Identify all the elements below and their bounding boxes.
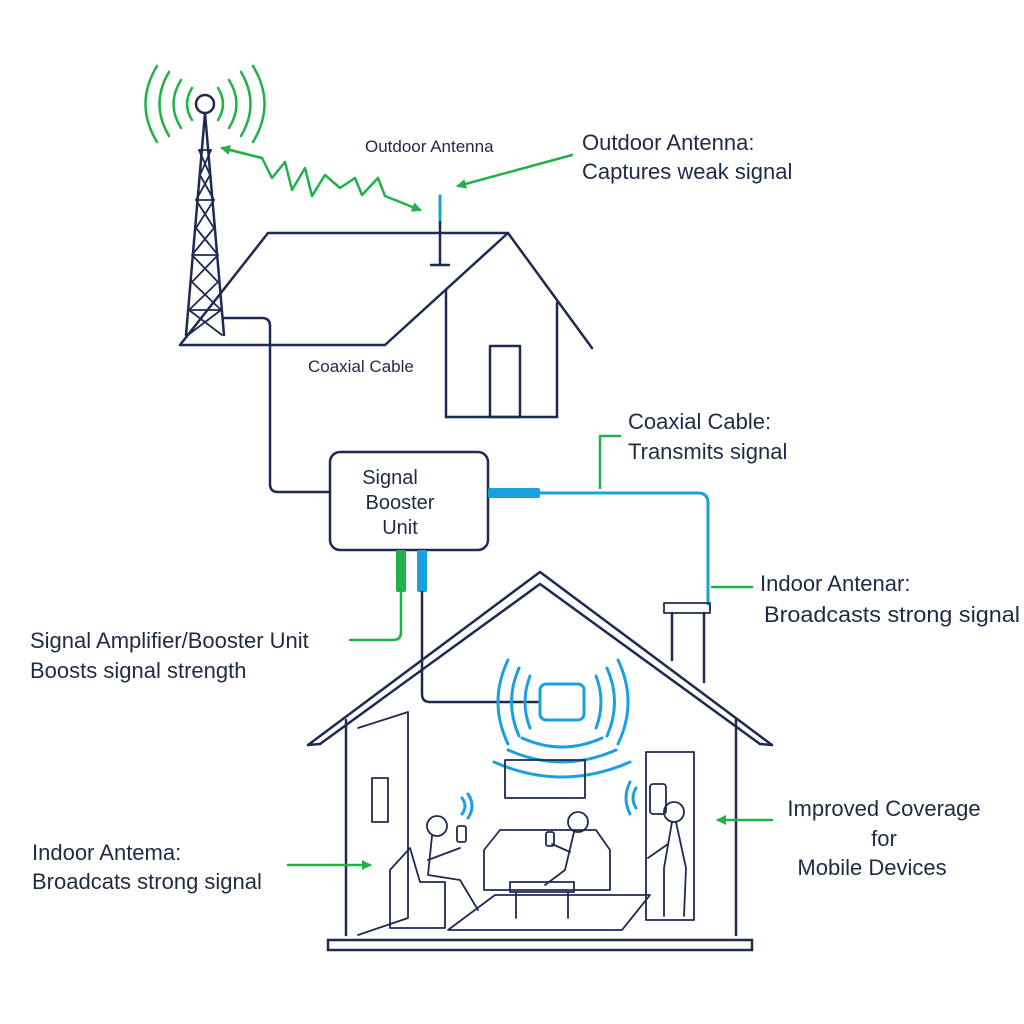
booster-green-connector — [396, 550, 406, 592]
outdoor-antenna-callout-arrow — [456, 153, 574, 189]
coverage-callout-line2: for — [871, 826, 897, 851]
amplifier-callout-title: Signal Amplifier/Booster Unit — [30, 628, 309, 653]
coaxial-cable-small-label: Coaxial Cable — [308, 357, 414, 376]
booster-blue-connector-down — [417, 550, 427, 592]
coaxial-callout-desc: Transmits signal — [628, 439, 787, 464]
indoor-antenna-icon — [492, 658, 632, 779]
outdoor-antenna-small-label: Outdoor Antenna — [365, 137, 494, 156]
wall-tv-icon — [504, 759, 586, 799]
booster-unit-icon: Signal Booster Unit — [328, 450, 490, 552]
coverage-callout-line3: Mobile Devices — [797, 855, 946, 880]
people-with-phones-icon — [389, 780, 687, 931]
outdoor-antenna-callout-desc: Captures weak signal — [582, 159, 792, 184]
indoor-antenna-left-desc: Broadcats strong signal — [32, 869, 262, 894]
coaxial-callout-line — [598, 434, 622, 490]
booster-label-line2: Booster — [366, 492, 435, 514]
outdoor-antenna-callout-title: Outdoor Antenna: — [582, 130, 754, 155]
booster-label-line1: Signal — [362, 467, 418, 489]
booster-blue-connector — [488, 488, 540, 498]
cell-tower-icon — [184, 93, 226, 337]
coaxial-cable-navy — [222, 316, 332, 494]
outdoor-antenna-icon — [429, 194, 451, 267]
indoor-antenna-right-desc: Broadcasts strong signal — [764, 602, 1020, 627]
coaxial-callout-title: Coaxial Cable: — [628, 409, 771, 434]
signal-path-icon — [228, 148, 422, 212]
amplifier-callout-desc: Boosts signal strength — [30, 658, 246, 683]
indoor-antenna-right-title: Indoor Antenar: — [760, 571, 910, 596]
indoor-cable-navy — [420, 590, 542, 704]
roof-house-icon — [178, 231, 594, 419]
house-icon — [306, 570, 774, 952]
amplifier-callout-line — [348, 590, 403, 642]
coverage-callout-line1: Improved Coverage — [787, 796, 980, 821]
tower-signal-waves-icon — [144, 64, 266, 144]
coaxial-cable-blue — [538, 491, 710, 606]
indoor-antenna-left-title: Indoor Antema: — [32, 840, 181, 865]
booster-label-line3: Unit — [382, 517, 418, 539]
